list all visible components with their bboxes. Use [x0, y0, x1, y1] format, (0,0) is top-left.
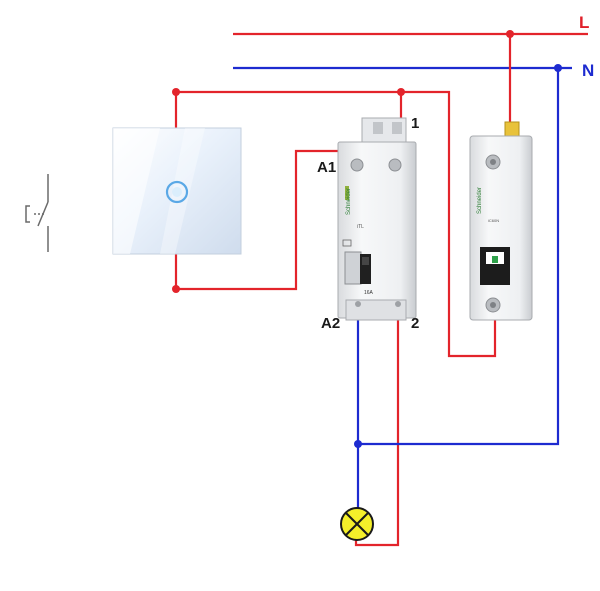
- relay-rating-text: 16A: [364, 290, 374, 296]
- breaker-brand-text: Schneider: [477, 187, 483, 214]
- breaker-model-text: iC60N: [488, 218, 499, 223]
- lamp-icon: [340, 507, 374, 541]
- circuit-breaker: Schneider iC60N: [469, 121, 533, 321]
- relay-terminal-2: 2: [411, 315, 420, 332]
- neutral-junctions: [354, 64, 562, 448]
- pushbutton-symbol-icon: [25, 174, 49, 252]
- touch-switch-icon: [112, 127, 242, 255]
- relay-brand-text: Schneider: [346, 188, 352, 215]
- phase-junctions: [172, 30, 514, 293]
- phase-label: L: [579, 13, 590, 32]
- relay-model-text: iTL: [357, 224, 364, 230]
- neutral-label: N: [582, 61, 595, 80]
- impulse-relay: Schneider iTL 16A: [337, 117, 417, 321]
- relay-terminal-1: 1: [411, 115, 420, 132]
- neutral-wiring: [356, 68, 560, 508]
- relay-terminal-a2: A2: [321, 315, 341, 332]
- relay-terminal-a1: A1: [317, 159, 337, 176]
